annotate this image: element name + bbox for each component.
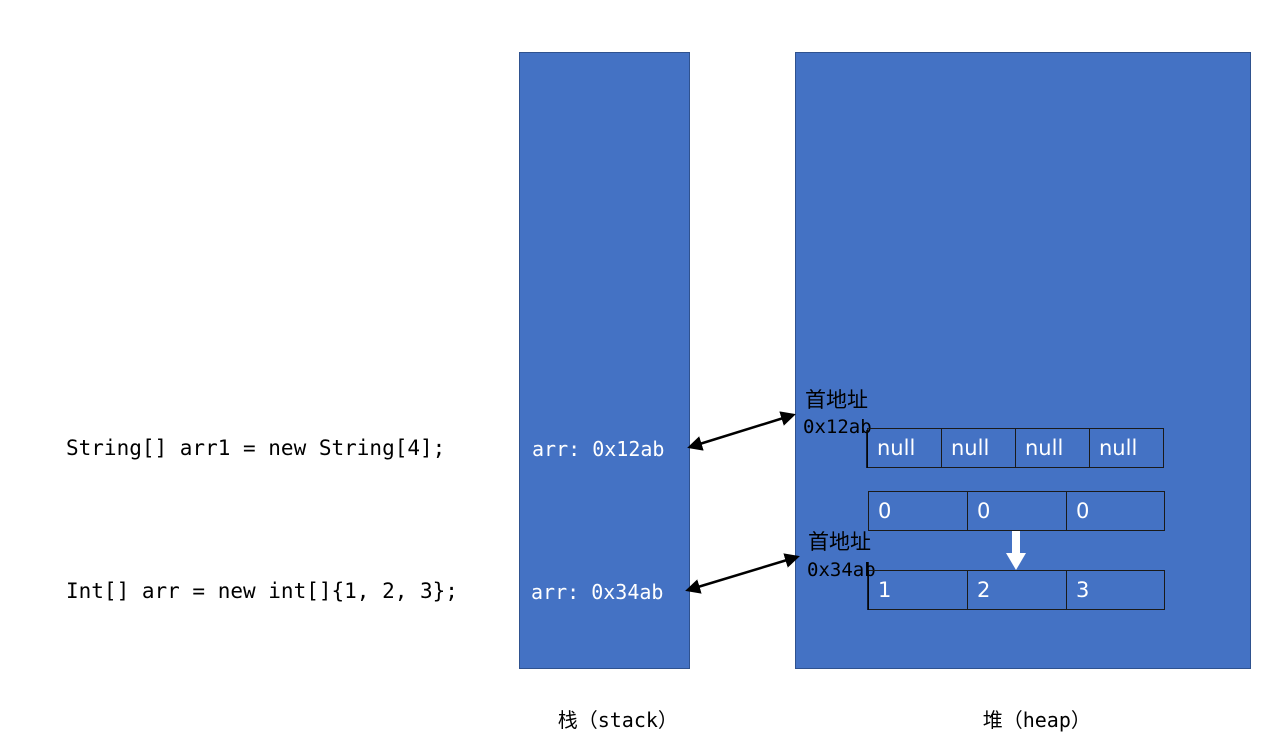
heap-addr1-value: 0x12ab xyxy=(803,416,872,438)
heap-label-en: （heap） xyxy=(1002,708,1091,732)
code-line-int-array: Int[] arr = new int[]{1, 2, 3}; xyxy=(66,579,458,603)
int-default-cell: 0 xyxy=(967,491,1066,531)
int-init-cell: 3 xyxy=(1066,570,1165,610)
string-array-cell: null xyxy=(1089,428,1164,468)
stack-var-arr1: arr: 0x12ab xyxy=(532,437,665,461)
int-init-cell: 2 xyxy=(967,570,1066,610)
stack-var-arr: arr: 0x34ab xyxy=(531,580,664,604)
stack-panel xyxy=(519,52,690,669)
heap-string-array: null null null null xyxy=(867,428,1164,468)
code-line-string-array: String[] arr1 = new String[4]; xyxy=(66,436,446,460)
heap-label: 堆（heap） xyxy=(970,690,1091,730)
string-array-cell: null xyxy=(867,428,941,468)
int-default-cell: 0 xyxy=(1066,491,1165,531)
heap-int-array-init: 1 2 3 xyxy=(868,570,1165,610)
heap-addr2-value: 0x34ab xyxy=(807,559,876,581)
int-default-cell: 0 xyxy=(868,491,967,531)
reference-arrow-arr1 xyxy=(687,411,796,451)
stack-label-en: （stack） xyxy=(577,708,678,732)
int-init-cell: 1 xyxy=(868,570,967,610)
heap-int-array-default: 0 0 0 xyxy=(868,491,1165,531)
heap-addr2-title: 首地址 xyxy=(808,530,871,554)
string-array-cell: null xyxy=(1015,428,1089,468)
stack-label: 栈（stack） xyxy=(545,690,678,730)
string-array-cell: null xyxy=(941,428,1015,468)
stack-label-cn: 栈 xyxy=(557,708,578,732)
reference-arrow-arr xyxy=(685,553,800,594)
heap-addr1-title: 首地址 xyxy=(805,388,868,412)
heap-label-cn: 堆 xyxy=(982,708,1003,732)
